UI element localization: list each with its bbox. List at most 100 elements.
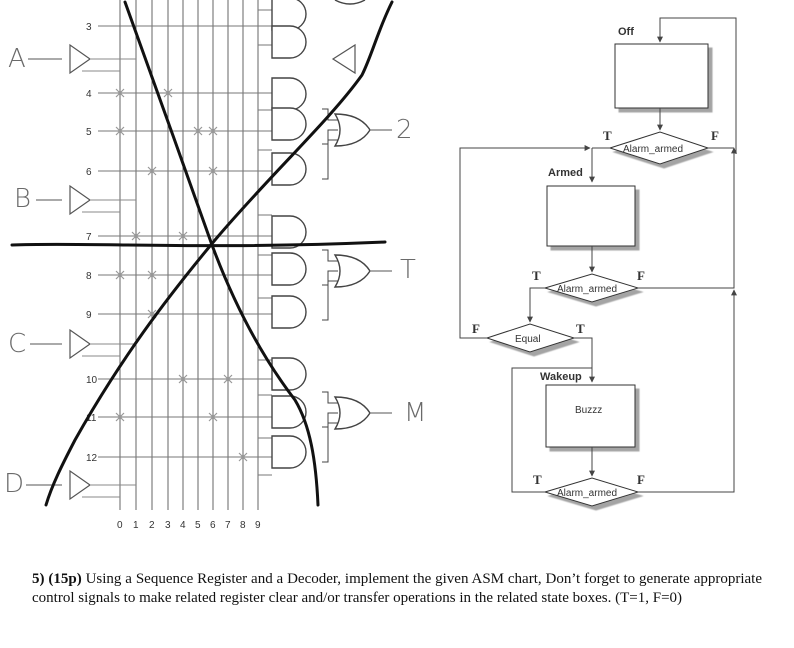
pla-column-number: 4 [180, 520, 186, 531]
pla-column-number: 2 [149, 520, 155, 531]
or-gate-icon [333, 254, 371, 288]
decision-2-label: Alarm_armed [557, 284, 617, 295]
question-body: Using a Sequence Register and a Decoder,… [32, 571, 763, 606]
pla-column-number: 5 [195, 520, 201, 531]
pla-row-number: 9 [86, 310, 92, 321]
gate-wire [322, 412, 338, 428]
input-buffer-icon [69, 43, 92, 75]
input-buffer-icon [69, 469, 92, 501]
decision-equal-label: Equal [515, 334, 541, 345]
pla-fuse-mark [238, 452, 248, 462]
decision-equal-false: F [472, 321, 480, 336]
output-label-2: 2 [396, 115, 413, 145]
pla-column-number: 0 [117, 520, 123, 531]
decision-equal-false-path [459, 145, 591, 339]
decision-2-true: T [532, 268, 541, 283]
pla-fuse-mark [208, 126, 218, 136]
gate-wire [322, 129, 338, 145]
pla-input-buffers [69, 43, 356, 501]
input-buffer-icon [69, 184, 92, 216]
decision-3-true-path [511, 367, 592, 493]
gate-wire [322, 422, 338, 463]
output-label-t: T [400, 255, 416, 285]
pla-fuse-mark [178, 374, 188, 384]
decision-equal-true-path [574, 337, 595, 383]
state-box-armed [546, 185, 636, 247]
decision-3-true: T [533, 472, 542, 487]
pla-row-number: 11 [86, 413, 97, 424]
pla-fuse-mark [178, 231, 188, 241]
pla-row-number: 5 [86, 127, 92, 138]
input-label-c: C [8, 329, 26, 359]
asm-chart: Off Alarm_armed T F Armed Alarm_armed T … [459, 17, 737, 507]
pla-fuse-mark [208, 166, 218, 176]
pla-fuse-mark [115, 88, 125, 98]
decision-2-false: F [637, 268, 645, 283]
and-gate-icon [271, 252, 307, 286]
pla-column-number: 8 [240, 520, 246, 531]
pla-fuse-mark [115, 412, 125, 422]
decision-3-label: Alarm_armed [557, 488, 617, 499]
state-label-wakeup: Wakeup [540, 371, 582, 383]
pen-stroke-3 [10, 240, 387, 248]
question-points: (15p) [48, 571, 82, 587]
and-gate-icon [271, 77, 307, 111]
question-number: 5) [32, 571, 45, 587]
pla-fuse-mark [115, 270, 125, 280]
pla-column-number: 7 [225, 520, 231, 531]
and-gate-icon [271, 107, 307, 141]
input-label-b: B [14, 184, 31, 214]
output-label-m: M [404, 398, 426, 428]
or-gate-icon [334, 0, 366, 5]
pla-fuse-mark [147, 166, 157, 176]
pla-column-number: 6 [210, 520, 216, 531]
pla-fuse-mark [193, 126, 203, 136]
state-box-wakeup [545, 384, 636, 448]
gate-wire [322, 280, 338, 321]
decision-1-false: F [711, 128, 719, 143]
pen-strokes [10, 0, 394, 507]
pla-row-number: 12 [86, 453, 98, 464]
decision-3-false-path [638, 289, 737, 493]
pla-row-number: 10 [86, 375, 98, 386]
decision-1-label: Alarm_armed [623, 144, 683, 155]
pla-row-number: 3 [86, 22, 92, 33]
and-gate-icon [271, 295, 307, 329]
and-gate-icon [271, 215, 307, 249]
pla-row-number: 7 [86, 232, 92, 243]
input-label-d: D [4, 469, 24, 499]
pla-row-number: 6 [86, 167, 92, 178]
decision-equal-true: T [576, 321, 585, 336]
pla-row-lines [98, 9, 272, 476]
pla-column-number: 1 [133, 520, 139, 531]
pla-and-or-gates [271, 0, 371, 469]
pla-fuse-mark [147, 270, 157, 280]
or-gate-icon [333, 113, 371, 147]
pen-stroke-1 [123, 0, 320, 507]
state-wakeup-output: Buzzz [575, 405, 602, 416]
pla-fuse-mark [163, 88, 173, 98]
gate-wire [322, 270, 338, 286]
pla-fuse-mark [115, 126, 125, 136]
pla-column-lines [119, 0, 259, 510]
question-text: 5) (15p) Using a Sequence Register and a… [32, 570, 762, 608]
gate-wire [322, 249, 338, 262]
arrow-loop-to-off [657, 17, 737, 154]
feedback-buffer-icon [331, 43, 356, 75]
pla-row-number: 8 [86, 271, 92, 282]
state-label-off: Off [618, 26, 634, 38]
state-label-armed: Armed [548, 167, 583, 179]
gate-wire [322, 391, 338, 404]
pla-column-number: 9 [255, 520, 261, 531]
input-buffer-icon [69, 328, 92, 360]
or-gate-icon [333, 396, 371, 430]
pla-row-numbers: 3 4 5 6 7 8 9 10 11 12 [86, 22, 98, 464]
pla-fuse-mark [223, 374, 233, 384]
input-label-a: A [8, 44, 26, 74]
gate-wire [322, 139, 338, 180]
decision-1-true: T [603, 128, 612, 143]
pla-row-number: 4 [86, 89, 92, 100]
